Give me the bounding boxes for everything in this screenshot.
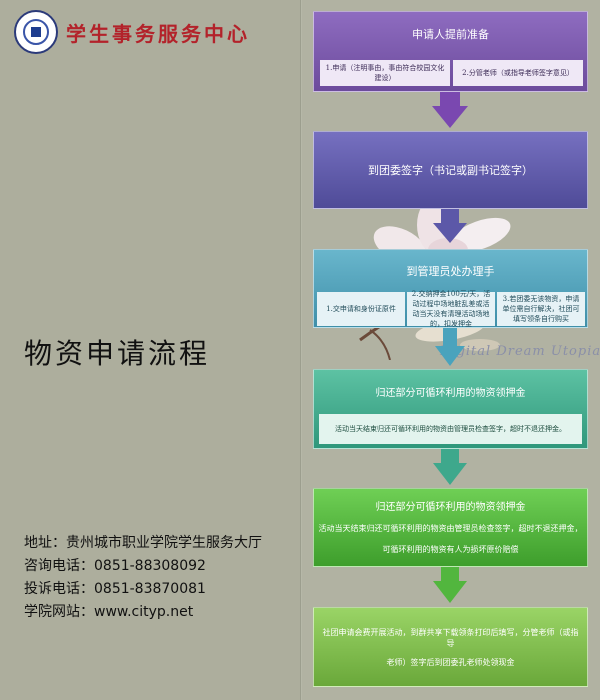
arrow-4-icon [433, 463, 467, 485]
contact-info: 地址：贵州城市职业学院学生服务大厅 咨询电话：0851-88308092 投诉电… [24, 532, 262, 624]
arrow-2-icon [433, 223, 467, 243]
step5-title: 归还部分可循环利用的物资领押金 [375, 502, 526, 513]
step5-box: 归还部分可循环利用的物资领押金 活动当天结束归还可循环利用的物资由管理员检查签字… [313, 488, 588, 567]
left-panel: 学生事务服务中心 物资申请流程 地址：贵州城市职业学院学生服务大厅 咨询电话：0… [14, 10, 262, 624]
step1-box: 申请人提前准备 1.申请（注明事由，事由符合校园文化建设） 2.分管老师（或指导… [313, 11, 588, 92]
fold-divider [300, 0, 302, 700]
step3-sub1: 1.交申请和身份证原件 [317, 292, 405, 326]
contact-phone: 咨询电话：0851-88308092 [24, 558, 206, 574]
step3-sub2: 2.交纳押金100元/天，活动过程中场地脏乱差或活动当天没有清理活动场地的，扣发… [407, 290, 495, 328]
step3-title: 到管理员处办理手 [406, 265, 495, 278]
step6-line1: 社团申请会费开展活动，到群共享下载领条打印后填写，分管老师（或指导 [322, 627, 579, 648]
step5-line2: 可循环利用的物资有人为损坏原价赔偿 [382, 545, 519, 554]
arrow-3-icon [435, 346, 465, 366]
arrow-5-stem [441, 567, 459, 581]
step3-sub3: 3.若团委无该物资，申请单位需自行解决，社团可填写领条自行购买 [497, 292, 585, 326]
arrow-1-icon [432, 106, 468, 128]
step1-sub1: 1.申请（注明事由，事由符合校园文化建设） [320, 60, 450, 86]
step5-line1: 活动当天结束归还可循环利用的物资由管理员检查签字，超时不退还押金， [318, 524, 583, 533]
step1-title: 申请人提前准备 [412, 28, 489, 41]
watermark-text: Digital Dream Utopia [440, 344, 600, 359]
emblem-ring [23, 19, 49, 45]
arrow-5-icon [433, 581, 467, 603]
school-emblem-icon [14, 10, 58, 54]
step4-box: 归还部分可循环利用的物资领押金 活动当天结束归还可循环利用的物资由管理员检查签字… [313, 369, 588, 449]
step3-box: 到管理员处办理手 1.交申请和身份证原件 2.交纳押金100元/天，活动过程中场… [313, 249, 588, 328]
header-title: 学生事务服务中心 [66, 22, 250, 46]
arrow-4-stem [441, 449, 459, 463]
step2-title: 到团委签字（书记或副书记签字） [368, 164, 533, 177]
page-title: 物资申请流程 [24, 337, 211, 370]
emblem-core [31, 27, 41, 37]
step1-sub2: 2.分管老师（或指导老师签字意见） [453, 60, 583, 86]
step6-box: 社团申请会费开展活动，到群共享下载领条打印后填写，分管老师（或指导 老师）签字后… [313, 607, 588, 687]
contact-address: 地址：贵州城市职业学院学生服务大厅 [24, 535, 262, 551]
contact-complaint: 投诉电话：0851-83870081 [24, 581, 206, 597]
arrow-2-stem [441, 209, 459, 223]
step4-sub1: 活动当天结束归还可循环利用的物资由管理员检查签字，超时不退还押金。 [319, 414, 582, 444]
step4-title: 归还部分可循环利用的物资领押金 [375, 388, 526, 399]
arrow-1-stem [440, 92, 460, 106]
arrow-3-stem [443, 328, 457, 346]
step2-box: 到团委签字（书记或副书记签字） [313, 131, 588, 209]
step6-line2: 老师）签字后到团委孔老师处领现金 [386, 657, 515, 667]
contact-website: 学院网站：www.cityp.net [24, 604, 194, 620]
